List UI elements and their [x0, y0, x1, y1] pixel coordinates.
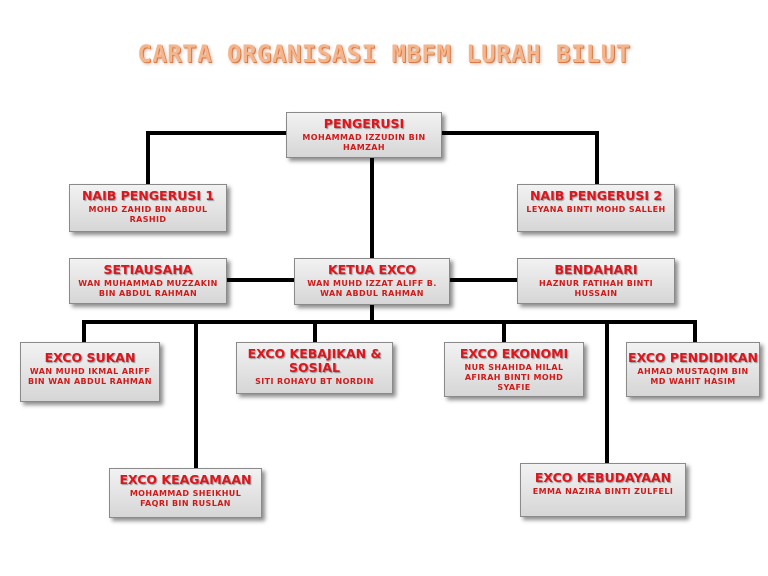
node-pengerusi: PENGERUSI MOHAMMAD IZZUDIN BIN HAMZAH	[286, 112, 442, 158]
node-name: MOHAMMAD SHEIKHUL FAQRI BIN RUSLAN	[129, 489, 242, 508]
node-name: WAN MUHAMMAD MUZZAKIN BIN ABDUL RAHMAN	[78, 279, 218, 298]
node-name: SITI ROHAYU BT NORDIN	[255, 377, 374, 386]
node-name: MOHAMMAD IZZUDIN BIN HAMZAH	[302, 133, 426, 152]
node-exco-keagamaan: EXCO KEAGAMAAN MOHAMMAD SHEIKHUL FAQRI B…	[109, 468, 262, 518]
node-exco-pendidikan: EXCO PENDIDIKAN AHMAD MUSTAQIM BIN MD WA…	[626, 342, 760, 397]
node-role: EXCO EKONOMI	[459, 346, 569, 361]
node-exco-kebajikan: EXCO KEBAJIKAN & SOSIAL SITI ROHAYU BT N…	[236, 342, 393, 394]
node-role: NAIB PENGERUSI 2	[529, 188, 663, 203]
chart-title: CARTA ORGANISASI MBFM LURAH BILUT	[137, 40, 631, 68]
node-exco-kebudayaan: EXCO KEBUDAYAAN EMMA NAZIRA BINTI ZULFEL…	[520, 463, 686, 517]
node-exco-ekonomi: EXCO EKONOMI NUR SHAHIDA HILAL AFIRAH BI…	[444, 342, 584, 397]
node-role: BENDAHARI	[554, 262, 638, 277]
node-role: EXCO KEBUDAYAAN	[534, 470, 672, 485]
node-setiausaha: SETIAUSAHA WAN MUHAMMAD MUZZAKIN BIN ABD…	[69, 258, 227, 304]
node-name: MOHD ZAHID BIN ABDUL RASHID	[88, 205, 208, 224]
node-role: PENGERUSI	[323, 116, 405, 131]
node-role: EXCO KEBAJIKAN & SOSIAL	[247, 346, 382, 375]
node-name: HAZNUR FATIHAH BINTI HUSSAIN	[539, 279, 653, 298]
node-name: AHMAD MUSTAQIM BIN MD WAHIT HASIM	[637, 367, 749, 386]
node-name: NUR SHAHIDA HILAL AFIRAH BINTI MOHD SYAF…	[464, 363, 564, 392]
node-ketua-exco: KETUA EXCO WAN MUHD IZZAT ALIFF B. WAN A…	[294, 258, 450, 305]
node-role: KETUA EXCO	[327, 262, 417, 277]
node-bendahari: BENDAHARI HAZNUR FATIHAH BINTI HUSSAIN	[517, 258, 675, 304]
node-naib-pengerusi-1: NAIB PENGERUSI 1 MOHD ZAHID BIN ABDUL RA…	[69, 184, 227, 232]
node-role: SETIAUSAHA	[103, 262, 193, 277]
node-exco-sukan: EXCO SUKAN WAN MUHD IKMAL ARIFF BIN WAN …	[20, 342, 160, 402]
node-role: NAIB PENGERUSI 1	[81, 188, 215, 203]
node-name: WAN MUHD IZZAT ALIFF B. WAN ABDUL RAHMAN	[307, 279, 437, 298]
node-name: LEYANA BINTI MOHD SALLEH	[526, 205, 666, 214]
node-role: EXCO SUKAN	[44, 350, 136, 365]
node-role: EXCO PENDIDIKAN	[628, 350, 758, 365]
node-name: EMMA NAZIRA BINTI ZULFELI	[532, 487, 674, 496]
node-naib-pengerusi-2: NAIB PENGERUSI 2 LEYANA BINTI MOHD SALLE…	[517, 184, 675, 232]
node-role: EXCO KEAGAMAAN	[119, 472, 252, 487]
node-name: WAN MUHD IKMAL ARIFF BIN WAN ABDUL RAHMA…	[28, 367, 152, 386]
